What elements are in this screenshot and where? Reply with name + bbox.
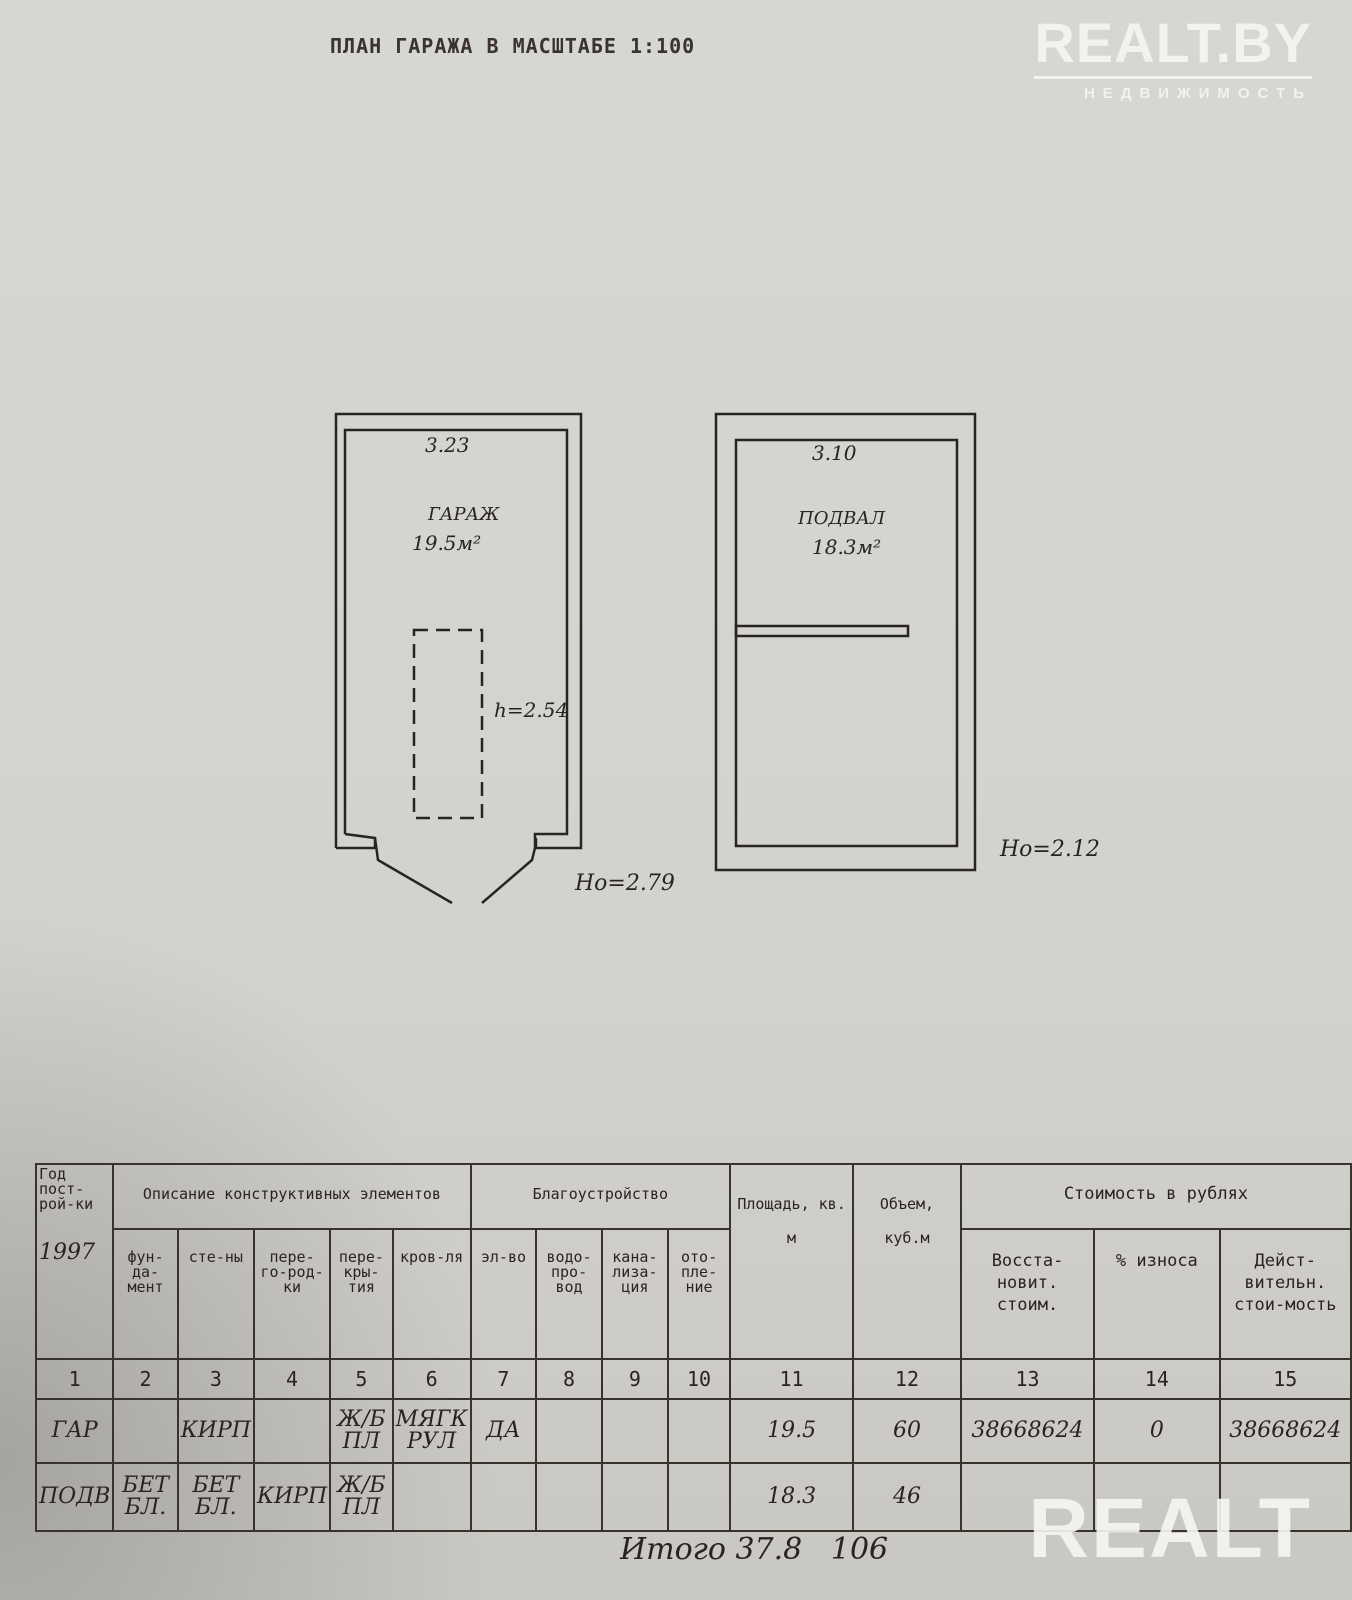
subheader: фун-да-мент [112,1228,179,1360]
column-number: 14 [1093,1358,1221,1400]
year-built: 1997 [39,1240,95,1265]
header-area: Площадь, кв. м [729,1163,855,1360]
table-cell: 0 [1093,1398,1221,1464]
garage-plan [334,412,583,905]
total-line: Итого 37.8 106 [620,1532,888,1567]
subheader: Дейст-вительн. стои-мость [1218,1228,1352,1360]
table-cell [112,1398,179,1464]
header-description: Описание конструктивных элементов [112,1163,472,1230]
table-cell: БЕТ БЛ. [176,1462,255,1532]
table-cell: 19.5 [729,1398,855,1464]
subheader: пере-го-род-ки [252,1228,332,1360]
table-cell: Ж/Б ПЛ [329,1462,394,1532]
table-cell [1093,1462,1221,1532]
column-number: 8 [535,1358,603,1400]
subheader: эл-во [469,1228,538,1360]
table-cell [1218,1462,1352,1532]
table-cell [600,1462,670,1532]
table-cell: КИРП [252,1462,332,1532]
table-cell [600,1398,670,1464]
header-year: Год пост-рой-ки [39,1165,94,1213]
table-cell: БЕТ БЛ. [112,1462,179,1532]
document-title: ПЛАН ГАРАЖА В МАСШТАБЕ 1:100 [330,34,696,58]
table-cell [391,1462,472,1532]
column-number: 11 [729,1358,855,1400]
table-cell: 60 [852,1398,962,1464]
column-number: 3 [176,1358,255,1400]
header-cost: Стоимость в рублях [959,1163,1352,1230]
column-number: 12 [852,1358,962,1400]
table-cell: 46 [852,1462,962,1532]
subheader: кана-лиза-ция [600,1228,670,1360]
column-number: 1 [34,1358,115,1400]
garage-area: 19.5м² [412,531,481,555]
garage-label: ГАРАЖ [427,504,500,525]
table-cell: ГАР [34,1398,115,1464]
total-volume: 106 [830,1532,889,1567]
subheader: сте-ны [176,1228,255,1360]
subheader: водо-про-вод [535,1228,603,1360]
subheader: кров-ля [391,1228,472,1360]
subheader: пере-кры-тия [329,1228,394,1360]
column-number: 2 [112,1358,179,1400]
basement-area: 18.3м² [812,535,881,559]
basement-plan [714,412,977,872]
realt-watermark: REALT [1028,1481,1312,1575]
realt-logo: REALT.BY НЕДВИЖИМОСТЬ [1034,11,1312,102]
column-number: 5 [329,1358,394,1400]
table-cell [252,1398,332,1464]
table-cell: 18.3 [729,1462,855,1532]
header-improvements: Благоустройство [469,1163,732,1230]
garage-outer-height: Ho=2.79 [574,871,675,896]
subheader: Восста-новит. стоим. [959,1228,1096,1360]
column-number: 7 [469,1358,538,1400]
column-number: 15 [1218,1358,1352,1400]
subheader: ото-пле-ние [667,1228,732,1360]
garage-height: h=2.54 [494,698,568,722]
table-cell: 38668624 [959,1398,1096,1464]
basement-outer-height: Ho=2.12 [999,837,1100,862]
basement-label: ПОДВАЛ [797,508,886,529]
total-label: Итого [620,1532,726,1567]
table-cell [535,1398,603,1464]
table-cell: КИРП [176,1398,255,1464]
table-cell [959,1462,1096,1532]
table-cell: Ж/Б ПЛ [329,1398,394,1464]
column-number: 13 [959,1358,1096,1400]
table-cell: ДА [469,1398,538,1464]
column-number: 4 [252,1358,332,1400]
table-cell: 38668624 [1218,1398,1352,1464]
table-cell [667,1462,732,1532]
basement-width: 3.10 [812,441,857,465]
table-cell: МЯГК РУЛ [391,1398,472,1464]
table-cell: ПОДВ [34,1462,115,1532]
garage-width: 3.23 [425,433,470,457]
inventory-table: Год пост-рой-ки 1997 Описание конструктив… [34,1163,1352,1532]
total-area: 37.8 [735,1532,803,1567]
header-volume: Объем, куб.м [852,1163,962,1360]
table-cell [535,1462,603,1532]
column-number: 6 [391,1358,472,1400]
column-number: 9 [600,1358,670,1400]
subheader: % износа [1093,1228,1221,1360]
table-cell [667,1398,732,1464]
table-cell [469,1462,538,1532]
column-number: 10 [667,1358,732,1400]
